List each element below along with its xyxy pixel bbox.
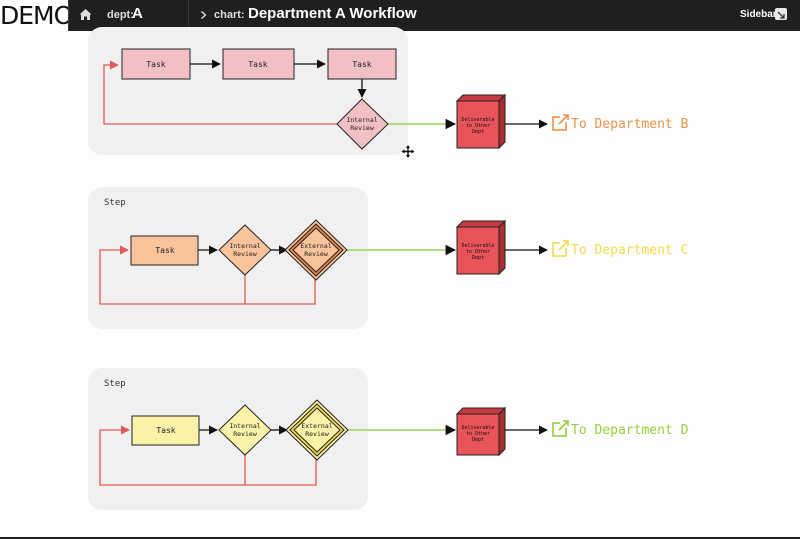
workflow-2: Task Internal Review External Review Del… (99, 219, 688, 305)
step-label: Step (104, 198, 126, 208)
deliverable-node[interactable] (456, 100, 500, 149)
workflow-3: Task Internal Review External Review Del… (99, 399, 689, 486)
feedback-loop (103, 60, 338, 125)
feedback-loop (245, 274, 316, 305)
review-label: Review (233, 430, 257, 438)
feedback-loop (99, 245, 246, 305)
deliverable-label: to Other (466, 431, 490, 437)
chart-selector[interactable]: Department A Workflow (248, 5, 417, 22)
internal-review-node[interactable] (218, 224, 272, 276)
deliverable-node[interactable] (456, 413, 500, 456)
home-icon[interactable] (79, 8, 92, 21)
external-link-icon[interactable] (552, 420, 569, 437)
destination-link[interactable]: To Department C (571, 243, 688, 258)
bottom-border (0, 537, 800, 539)
top-navigation-bar: DEMO dept: A chart: Department A Workflo… (0, 0, 800, 31)
divider (68, 0, 69, 31)
review-label: Review (233, 250, 257, 258)
deliverable-node-top (455, 94, 507, 102)
deliverable-label: Deliverable (461, 243, 494, 249)
review-label: External (300, 242, 331, 250)
sidebar-icon[interactable] (775, 8, 787, 20)
external-review-node-inner (292, 227, 340, 273)
task-node[interactable] (327, 48, 397, 80)
deliverable-label: Dept (472, 437, 484, 443)
feedback-loop (245, 455, 317, 486)
dept-selector[interactable]: A (132, 5, 143, 22)
review-label: Internal (229, 422, 260, 430)
external-link-icon[interactable] (552, 240, 569, 257)
task-node[interactable] (222, 48, 295, 80)
chart-key-label: chart: (214, 9, 245, 21)
deliverable-node-side (498, 93, 506, 150)
deliverable-node-side (498, 406, 506, 457)
deliverable-label: to Other (466, 123, 490, 129)
deliverable-node-top (455, 407, 507, 415)
deliverable-label: Deliverable (461, 117, 494, 123)
destination-link[interactable]: To Department B (571, 117, 689, 132)
external-link-icon[interactable] (552, 114, 569, 131)
deliverable-label: Deliverable (461, 425, 494, 431)
task-node[interactable] (121, 48, 191, 80)
task-node[interactable] (130, 235, 199, 266)
deliverable-node-top (455, 220, 507, 228)
move-cursor-icon (401, 145, 415, 158)
chevron-right-icon (201, 11, 206, 19)
internal-review-node[interactable] (218, 404, 272, 456)
feedback-loop (99, 425, 246, 486)
task-label: Task (156, 426, 175, 435)
review-label: Review (304, 250, 328, 258)
review-label: Review (350, 124, 374, 132)
workflow-1: Task Task Task Internal Review Deliverab… (103, 48, 689, 150)
dept-key-label: dept: (107, 9, 134, 21)
external-review-node-inner (293, 407, 341, 453)
review-label: Internal (346, 116, 377, 124)
divider (188, 0, 189, 31)
deliverable-label: Dept (472, 255, 484, 261)
task-label: Task (146, 60, 165, 69)
task-label: Task (248, 60, 267, 69)
review-label: External (301, 422, 332, 430)
deliverable-node-side (498, 219, 506, 276)
task-node[interactable] (131, 415, 200, 446)
step-label: Step (104, 379, 126, 389)
sidebar-toggle-button[interactable]: Sidebar (740, 9, 777, 20)
destination-link[interactable]: To Department D (571, 423, 689, 438)
task-label: Task (155, 246, 174, 255)
review-label: Review (305, 430, 329, 438)
deliverable-node[interactable] (456, 226, 500, 275)
demo-logo: DEMO (0, 0, 68, 31)
internal-review-node[interactable] (336, 98, 389, 150)
deliverable-label: to Other (466, 249, 490, 255)
task-label: Task (352, 60, 371, 69)
review-label: Internal (229, 242, 260, 250)
deliverable-label: Dept (472, 129, 484, 135)
